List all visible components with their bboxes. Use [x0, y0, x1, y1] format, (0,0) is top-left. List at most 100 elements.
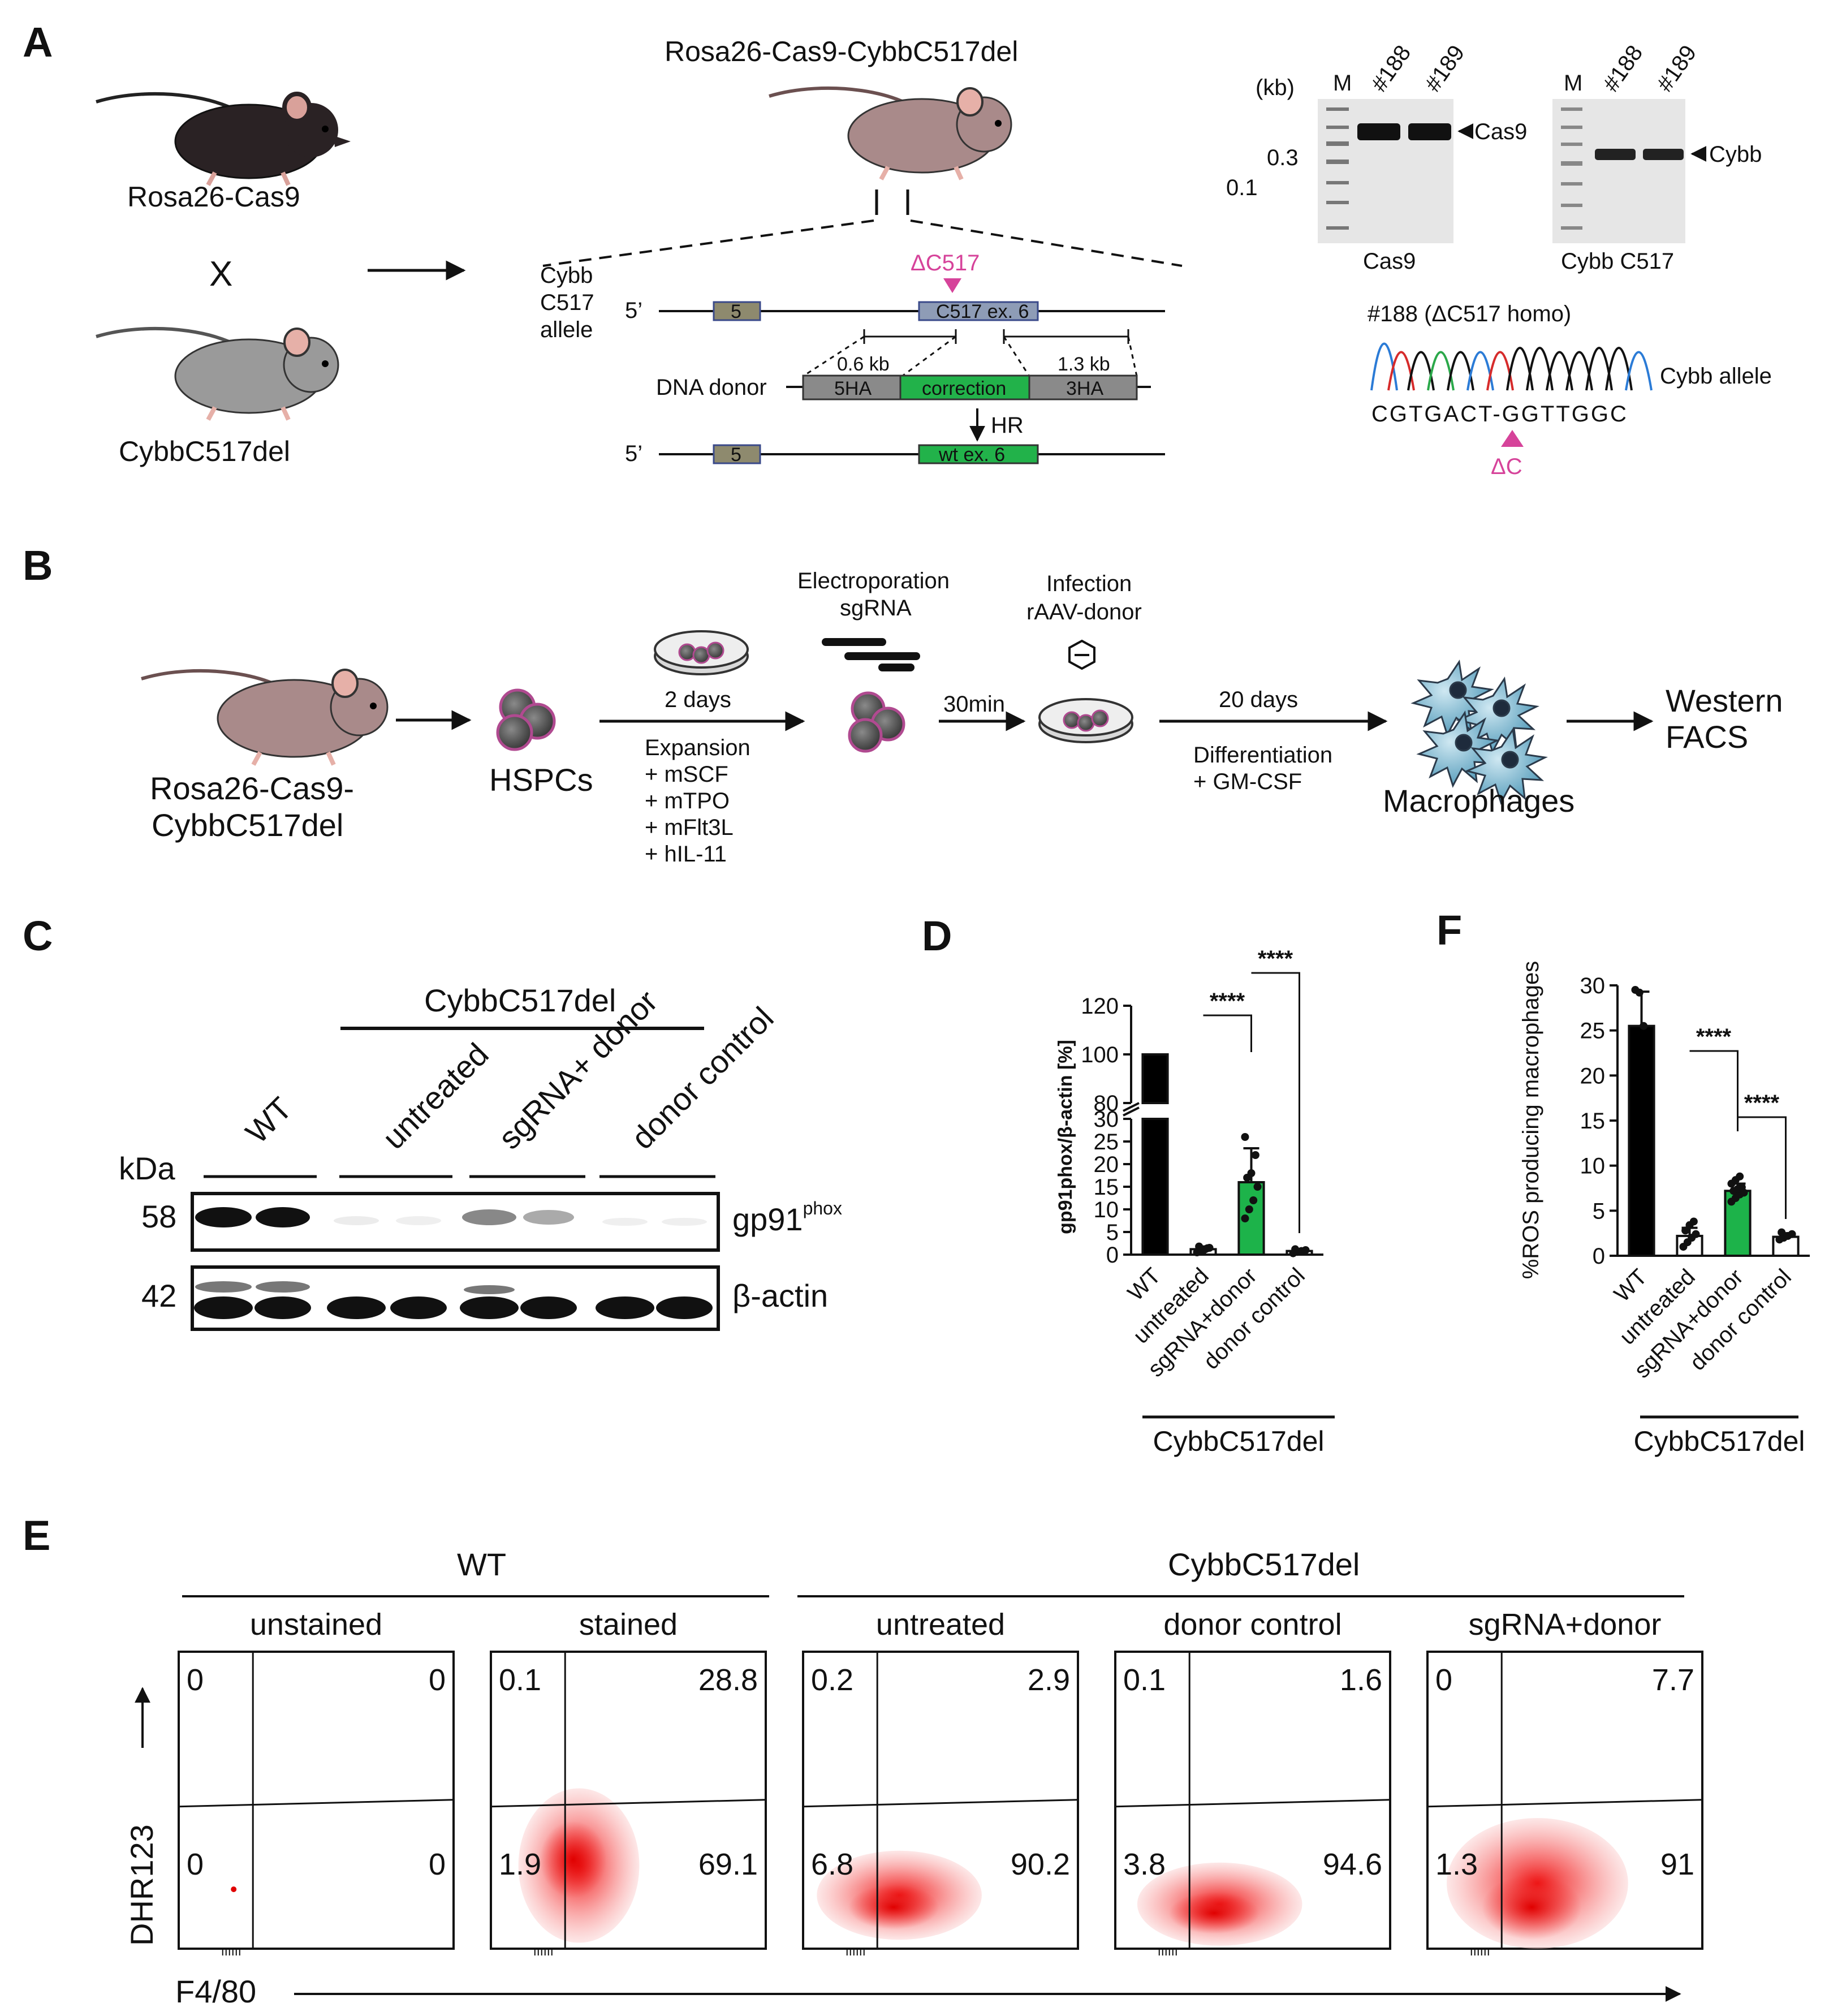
e-x-axis: F4/80 [175, 1974, 256, 2009]
expansion-4: + hIL-11 [645, 842, 727, 867]
y-tick-label: 120 [1081, 994, 1119, 1019]
electroporated-cells-icon [848, 691, 905, 753]
zoom-lines [542, 219, 1183, 267]
axis-break-mark [1123, 1102, 1140, 1117]
y-tick-label: 10 [1094, 1197, 1119, 1222]
hspc-cells-icon [496, 688, 556, 751]
mouse-cas9-label: Rosa26-Cas9 [127, 181, 300, 213]
group-label: CybbC517del [1634, 1425, 1805, 1457]
sig-bracket [1689, 1050, 1739, 1131]
flow-plot-title: unstained [250, 1608, 382, 1642]
quadrant-top-right: 1.6 [1340, 1663, 1382, 1697]
quadrant-top-left: 0.1 [499, 1663, 541, 1697]
flow-plot-title: untreated [876, 1608, 1005, 1642]
bar-WT [1141, 1118, 1169, 1256]
panel-letter-d: D [922, 912, 952, 959]
gel-kb-label: (kb) [1256, 75, 1295, 100]
panel-b: B Rosa26-Cas9- CybbC517del HSPCs 2 days [23, 542, 1783, 867]
gel1-lane-m: M [1333, 71, 1352, 96]
sig-label: **** [1210, 989, 1245, 1014]
differentiation-0: Differentiation [1193, 743, 1332, 768]
y-tick-label: 30 [1580, 973, 1606, 998]
allele-label-1: Cybb [540, 263, 593, 288]
sig-label: **** [1696, 1024, 1732, 1049]
gate-horizontal [490, 1799, 766, 1808]
quadrant-bottom-left: 3.8 [1123, 1847, 1166, 1881]
y-tick-label: 30 [1094, 1107, 1119, 1132]
y-tick-label: 20 [1580, 1063, 1606, 1088]
density-core [1168, 1892, 1259, 1934]
five-prime-1: 5’ [625, 298, 642, 323]
gate-horizontal [1115, 1799, 1391, 1808]
y-tick-label: 5 [1106, 1220, 1119, 1245]
chromatogram [1370, 342, 1653, 391]
quadrant-bottom-left: 1.3 [1435, 1847, 1478, 1881]
exon5-label: 5 [731, 301, 741, 322]
data-point [1241, 1133, 1249, 1141]
data-point [1247, 1169, 1256, 1177]
macrophages-icon [1410, 659, 1548, 805]
quadrant-bottom-right: 90.2 [1011, 1847, 1070, 1881]
len-left: 0.6 kb [837, 354, 890, 375]
panel-letter-a: A [23, 19, 53, 66]
quadrant-bottom-right: 91 [1660, 1847, 1694, 1881]
bar-WT [1628, 1024, 1655, 1257]
panel-letter-c: C [23, 912, 53, 959]
gel2-lane-188: #188 [1598, 41, 1647, 96]
quadrant-top-right: 28.8 [698, 1663, 758, 1697]
len-right: 1.3 kb [1058, 354, 1110, 375]
gel1-lane-189: #189 [1420, 41, 1469, 96]
ha3-label: 3HA [1066, 378, 1103, 399]
data-point [1251, 1151, 1259, 1159]
expansion-3: + mFlt3L [645, 815, 734, 840]
exon6-wt-box [918, 444, 1039, 464]
panel-c: C CybbC517del WT untreated sgRNA+ donor … [23, 912, 842, 1331]
infection-1: rAAV-donor [1026, 600, 1142, 624]
quadrant-top-left: 0 [187, 1663, 204, 1697]
gel-marker-01: 0.1 [1226, 175, 1258, 200]
flow-plot-title: stained [579, 1608, 678, 1642]
flow-plot-title: donor control [1163, 1608, 1341, 1642]
aav-icon [1068, 639, 1095, 670]
dish-icon-2 [1038, 698, 1133, 743]
panel-letter-e: E [23, 1512, 50, 1559]
mouse-cas9-icon [96, 92, 351, 186]
gel2-lane-189: #189 [1652, 41, 1701, 96]
cas9-band-189 [1408, 123, 1451, 140]
correction-label: correction [922, 378, 1006, 399]
cybb-band-189 [1643, 149, 1684, 160]
allele-label-2: C517 [540, 290, 594, 315]
data-point [1681, 1226, 1690, 1235]
b-mouse-label-1: Rosa26-Cas9- [150, 770, 354, 806]
gel-marker-03: 0.3 [1267, 145, 1299, 170]
five-prime-2: 5’ [625, 441, 642, 466]
y-tick-label: 25 [1580, 1019, 1606, 1044]
y-tick-label: 80 [1094, 1091, 1119, 1116]
differentiation-1: + GM-CSF [1193, 769, 1302, 794]
sig-bracket [1251, 972, 1300, 1233]
macrophages-label: Macrophages [1383, 783, 1575, 819]
bar-upper-WT [1141, 1053, 1169, 1104]
mouse-result-label: Rosa26-Cas9-CybbC517del [665, 36, 1018, 67]
sig-bracket [1203, 1014, 1252, 1052]
c-actin-label: β-actin [732, 1278, 828, 1313]
gel2-caption: Cybb C517 [1561, 249, 1674, 274]
gel1-lane-188: #188 [1366, 41, 1416, 96]
panel-a: A Rosa26-Cas9 X CybbC517del Rosa26-Cas9-… [23, 19, 1772, 479]
infection-0: Infection [1046, 571, 1132, 596]
zoom-ticks [875, 189, 909, 215]
data-point [1640, 1022, 1648, 1030]
min30-label: 30min [943, 692, 1005, 717]
mouse-result-icon [769, 86, 1012, 180]
delta-c-marker [1501, 430, 1524, 447]
exon5-box [713, 301, 761, 321]
c-lane-untreated: untreated [376, 1036, 495, 1156]
quadrant-bottom-right: 94.6 [1323, 1847, 1382, 1881]
